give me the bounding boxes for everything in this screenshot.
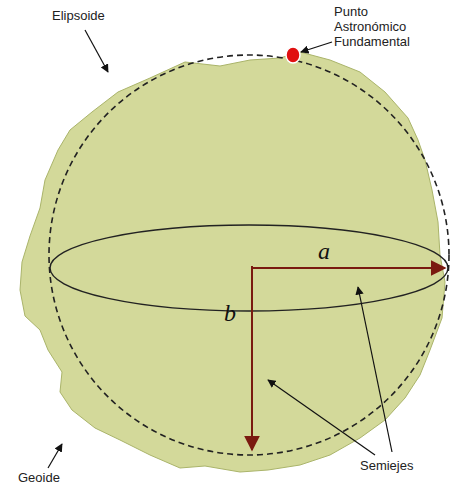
equator-ellipse [50,225,448,311]
ellipsoid-label: Elipsoide [52,8,105,23]
semi-axis-b [251,266,253,450]
axis-label: b [224,300,236,326]
leader-line [48,444,62,468]
leader-line [301,42,332,52]
leader-line [268,380,375,455]
point-label: Punto Astronómico Fundamental [334,4,434,49]
ellipsoid-outline [49,55,449,455]
fundamental-point [286,47,300,63]
semiaxes-label: Semiejes [360,458,413,473]
geoid-shape [20,52,445,472]
geoid-label: Geoide [18,470,60,485]
axis-label: a [318,238,330,264]
leader-line [85,30,108,72]
semi-axis-a [252,267,445,269]
leader-line [358,287,392,452]
